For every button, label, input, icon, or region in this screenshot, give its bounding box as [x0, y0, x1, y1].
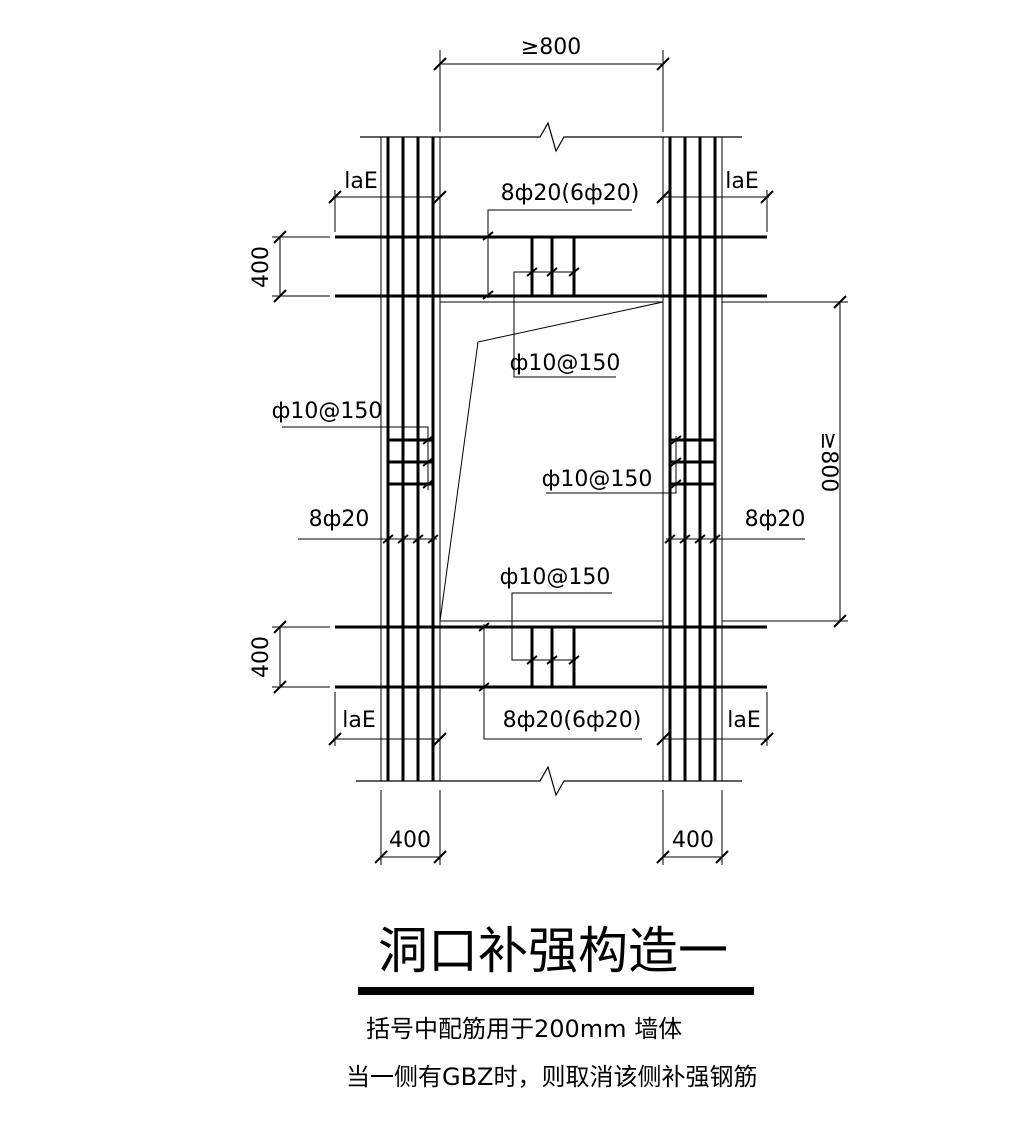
lae-bottom-left-label: laE — [342, 708, 376, 733]
top-stirrup-label: ф10@150 — [510, 351, 621, 376]
left-column-stirrups — [388, 438, 433, 486]
lae-bottom-right-label: laE — [727, 708, 761, 733]
top-break-line — [360, 121, 742, 153]
leader-lines — [282, 209, 805, 740]
top-band-height-label: 400 — [249, 246, 274, 288]
top-opening-width-label: ≥800 — [521, 35, 581, 60]
right-stirrup-label: ф10@150 — [542, 467, 653, 492]
bottom-break-line — [356, 765, 742, 797]
right-column-width-label: 400 — [672, 828, 714, 853]
lae-top-right-label: laE — [725, 169, 759, 194]
bottom-band-stirrups — [530, 627, 576, 687]
dimension-lines — [272, 50, 848, 865]
drawing-title: 洞口补强构造一 — [378, 922, 728, 980]
right-column-bars — [668, 137, 717, 781]
bottom-rebar-label: 8ф20(6ф20) — [503, 708, 642, 733]
top-rebar-label: 8ф20(6ф20) — [501, 181, 640, 206]
right-bars-label: 8ф20 — [745, 507, 806, 532]
lae-top-left-label: laE — [344, 169, 378, 194]
bottom-band-height-label: 400 — [249, 636, 274, 678]
opening-outline — [439, 301, 664, 622]
title-underline — [358, 987, 754, 995]
left-bars-label: 8ф20 — [309, 507, 370, 532]
bottom-stirrup-label: ф10@150 — [500, 565, 611, 590]
left-column-width-label: 400 — [389, 828, 431, 853]
note-line-1: 括号中配筋用于200mm 墙体 — [366, 1015, 682, 1043]
left-column-bars — [386, 137, 435, 781]
note-line-2: 当一侧有GBZ时，则取消该侧补强钢筋 — [346, 1063, 758, 1091]
top-band-stirrups — [530, 237, 576, 296]
right-opening-height-label: ≥800 — [816, 432, 841, 492]
left-stirrup-label: ф10@150 — [272, 399, 383, 424]
